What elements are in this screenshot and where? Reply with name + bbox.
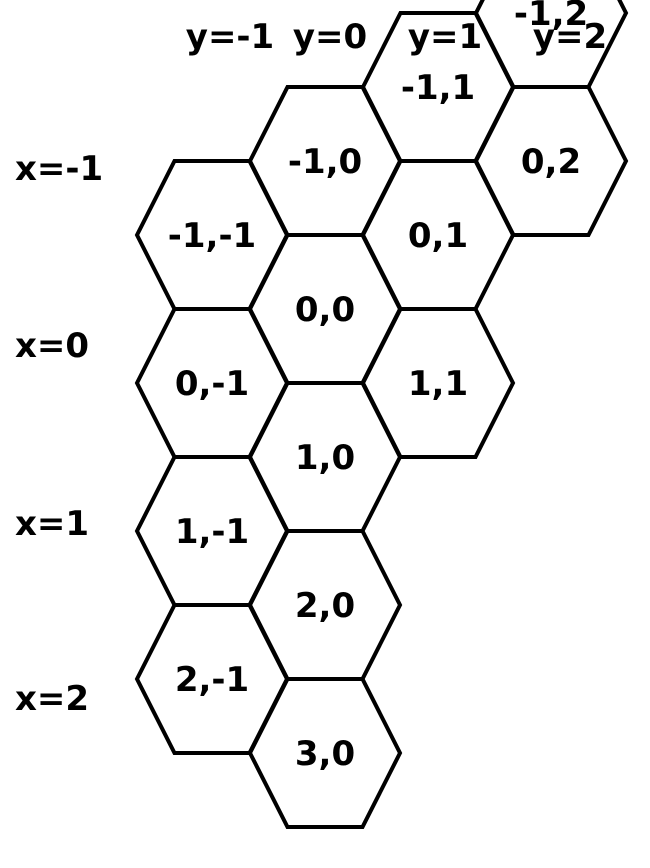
column-label-y-minus-1: y=-1 xyxy=(186,17,274,57)
column-label-y-1: y=1 xyxy=(408,17,482,57)
hex-cell-label: 2,-1 xyxy=(175,660,249,700)
hex-cell-label: 0,0 xyxy=(295,290,355,330)
hex-shape xyxy=(247,677,403,829)
row-label-x-2: x=2 xyxy=(15,679,89,719)
column-label-y-0: y=0 xyxy=(293,17,367,57)
hex-cell-1-0: 1,0 xyxy=(247,381,403,533)
row-label-x-minus-1: x=-1 xyxy=(15,149,103,189)
hex-cell-label: 1,-1 xyxy=(175,512,249,552)
hex-cell-3-0: 3,0 xyxy=(247,677,403,829)
hex-cell-label: -1,2 xyxy=(514,0,588,34)
hex-cell-m1-2: -1,2 xyxy=(473,0,629,89)
column-label-y-2: y=2 xyxy=(533,17,607,57)
hex-cell-label: 1,0 xyxy=(295,438,355,478)
column-labels-layer: y=-1 y=0 y=1 y=2 xyxy=(186,17,607,57)
hex-cell-0-2: 0,2 xyxy=(473,85,629,237)
hex-cell-label: -1,-1 xyxy=(168,216,256,256)
hex-cell-label: 0,-1 xyxy=(175,364,249,404)
hex-cell-label: 3,0 xyxy=(295,734,355,774)
hex-cell-label: 1,1 xyxy=(408,364,468,404)
hex-cell-label: 0,1 xyxy=(408,216,468,256)
hex-cell-0-1: 0,1 xyxy=(360,159,516,311)
hex-cells-layer: -1,-1 -1,0 -1,1 -1,2 0,-1 0,0 0,1 0,2 1,-1 1,0 1,1… xyxy=(134,0,629,829)
hex-shape xyxy=(473,85,629,237)
hex-cell-label: 2,0 xyxy=(295,586,355,626)
hex-cell-label: -1,0 xyxy=(288,142,362,182)
hex-cell-1-1: 1,1 xyxy=(360,307,516,459)
row-label-x-1: x=1 xyxy=(15,504,89,544)
hex-cell-label: -1,1 xyxy=(401,68,475,108)
hex-cell-label: 0,2 xyxy=(521,142,581,182)
hex-shape xyxy=(360,307,516,459)
row-labels-layer: x=-1 x=0 x=1 x=2 xyxy=(15,149,103,719)
hex-cell-m1-0: -1,0 xyxy=(247,85,403,237)
row-label-x-0: x=0 xyxy=(15,326,89,366)
